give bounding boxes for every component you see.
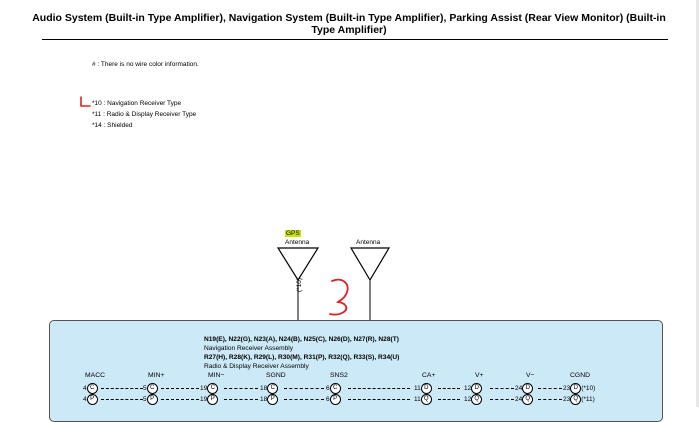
antenna-symbols <box>276 247 391 322</box>
wire-dash <box>284 388 324 389</box>
wire-dash <box>224 399 258 400</box>
wire-dash <box>348 388 410 389</box>
wire-dash <box>438 399 460 400</box>
nav-assembly-name: Navigation Receiver Assembly <box>204 345 294 352</box>
legend-item-shielded: *14 : Shielded <box>92 122 133 129</box>
page-edge <box>696 0 699 407</box>
page-title: Audio System (Built-in Type Amplifier), … <box>32 12 666 36</box>
signal-sns2: SNS2 <box>330 372 348 379</box>
radio-assembly-name: Radio & Display Receiver Assembly <box>204 363 309 370</box>
receiver-assembly-panel <box>49 320 663 422</box>
nav-connector-list: N19(E), N22(G), N23(A), N24(B), N25(C), … <box>204 336 399 343</box>
wire-color-note: # : There is no wire color information. <box>92 61 199 68</box>
signal-sgnd: SGND <box>266 372 286 379</box>
wire-dash <box>348 399 410 400</box>
signal-macc: MACC <box>85 372 106 379</box>
antenna-note: (*10) <box>296 277 303 292</box>
wire-dash <box>538 399 562 400</box>
red-annotation-check <box>80 96 91 107</box>
wire-dash <box>538 388 562 389</box>
gps-antenna-label: Antenna <box>285 239 310 246</box>
signal-min-plus: MIN+ <box>148 372 165 379</box>
wire-dash <box>161 388 199 389</box>
radio-antenna-label: Antenna <box>356 239 381 246</box>
legend-item-radio: *11 : Radio & Display Receiver Type <box>92 111 197 118</box>
signal-cgnd: CGND <box>570 372 591 379</box>
gps-label: GPS <box>285 230 301 237</box>
red-annotation-bracket <box>329 278 349 316</box>
wire-dash <box>490 388 514 389</box>
legend-item-nav: *10 : Navigation Receiver Type <box>92 100 182 107</box>
wire-dash <box>438 388 460 389</box>
wire-dash <box>161 399 199 400</box>
wire-dash <box>224 388 258 389</box>
wire-dash <box>490 399 514 400</box>
signal-v-plus: V+ <box>475 372 484 379</box>
wire-dash <box>101 388 143 389</box>
signal-min-minus: MIN− <box>208 372 225 379</box>
signal-ca-plus: CA+ <box>422 372 436 379</box>
wire-dash <box>101 399 143 400</box>
wire-dash <box>284 399 324 400</box>
title-divider <box>42 39 668 40</box>
radio-connector-list: R27(H), R28(K), R29(L), R30(M), R31(P), … <box>204 354 400 361</box>
signal-v-minus: V− <box>526 372 535 379</box>
